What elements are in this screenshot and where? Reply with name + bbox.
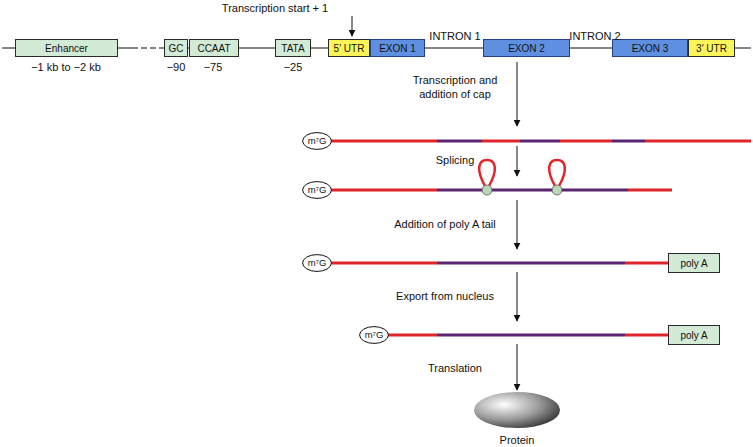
step-label: Translation — [400, 362, 510, 376]
box-label: TATA — [281, 43, 304, 54]
spliced-rna — [331, 160, 672, 190]
box-label: CCAAT — [197, 43, 230, 54]
element-box: Enhancer — [15, 39, 118, 57]
exon-box: EXON 3 — [612, 39, 688, 57]
intron-label: INTRON 2 — [565, 30, 625, 44]
protein-label: Protein — [500, 434, 535, 446]
box-label: poly A — [680, 258, 707, 269]
start-label: Transcription start + 1 — [200, 2, 350, 16]
box-label: m⁷G — [308, 185, 327, 195]
exon-box: EXON 1 — [370, 39, 425, 57]
step-label: Transcription and addition of cap — [400, 74, 510, 102]
splice-site — [482, 185, 492, 195]
position-label: −1 kb to −2 kb — [6, 61, 126, 75]
cap-ellipse: m⁷G — [302, 132, 332, 150]
box-label: poly A — [680, 330, 707, 341]
element-box: GC — [164, 39, 188, 57]
protein-shape — [474, 392, 560, 428]
step-label: Export from nucleus — [380, 290, 510, 304]
splice-site — [552, 185, 562, 195]
exported-mrna — [388, 334, 668, 337]
box-label: m⁷G — [365, 330, 384, 340]
box-label: 5′ UTR — [334, 43, 365, 54]
step-arrows — [517, 62, 518, 390]
pre-mrna — [331, 140, 751, 143]
intron-label: INTRON 1 — [425, 30, 485, 44]
mature-mrna — [331, 262, 668, 265]
dna-gap — [132, 47, 162, 48]
polya-box: poly A — [668, 253, 720, 273]
utr-box: 3′ UTR — [688, 39, 735, 57]
position-label: −25 — [277, 61, 309, 75]
step-label: Addition of poly A tail — [380, 218, 510, 232]
box-label: EXON 1 — [379, 43, 416, 54]
box-label: 3′ UTR — [696, 43, 727, 54]
cap-ellipse: m⁷G — [359, 326, 389, 344]
element-box: CCAAT — [189, 39, 239, 57]
position-label: −90 — [160, 61, 192, 75]
protein-blob: Protein — [474, 392, 560, 428]
position-label: −75 — [197, 61, 229, 75]
box-label: EXON 2 — [508, 43, 545, 54]
box-label: EXON 3 — [632, 43, 669, 54]
polya-box: poly A — [668, 325, 720, 345]
box-label: Enhancer — [45, 43, 88, 54]
box-label: m⁷G — [308, 136, 327, 146]
box-label: GC — [169, 43, 184, 54]
box-label: m⁷G — [308, 258, 327, 268]
start-arrow — [352, 16, 353, 36]
element-box: TATA — [275, 39, 311, 57]
cap-ellipse: m⁷G — [302, 181, 332, 199]
exon-box: EXON 2 — [483, 39, 570, 57]
cap-ellipse: m⁷G — [302, 254, 332, 272]
utr-box: 5′ UTR — [328, 39, 370, 57]
step-label: Splicing — [400, 154, 510, 168]
